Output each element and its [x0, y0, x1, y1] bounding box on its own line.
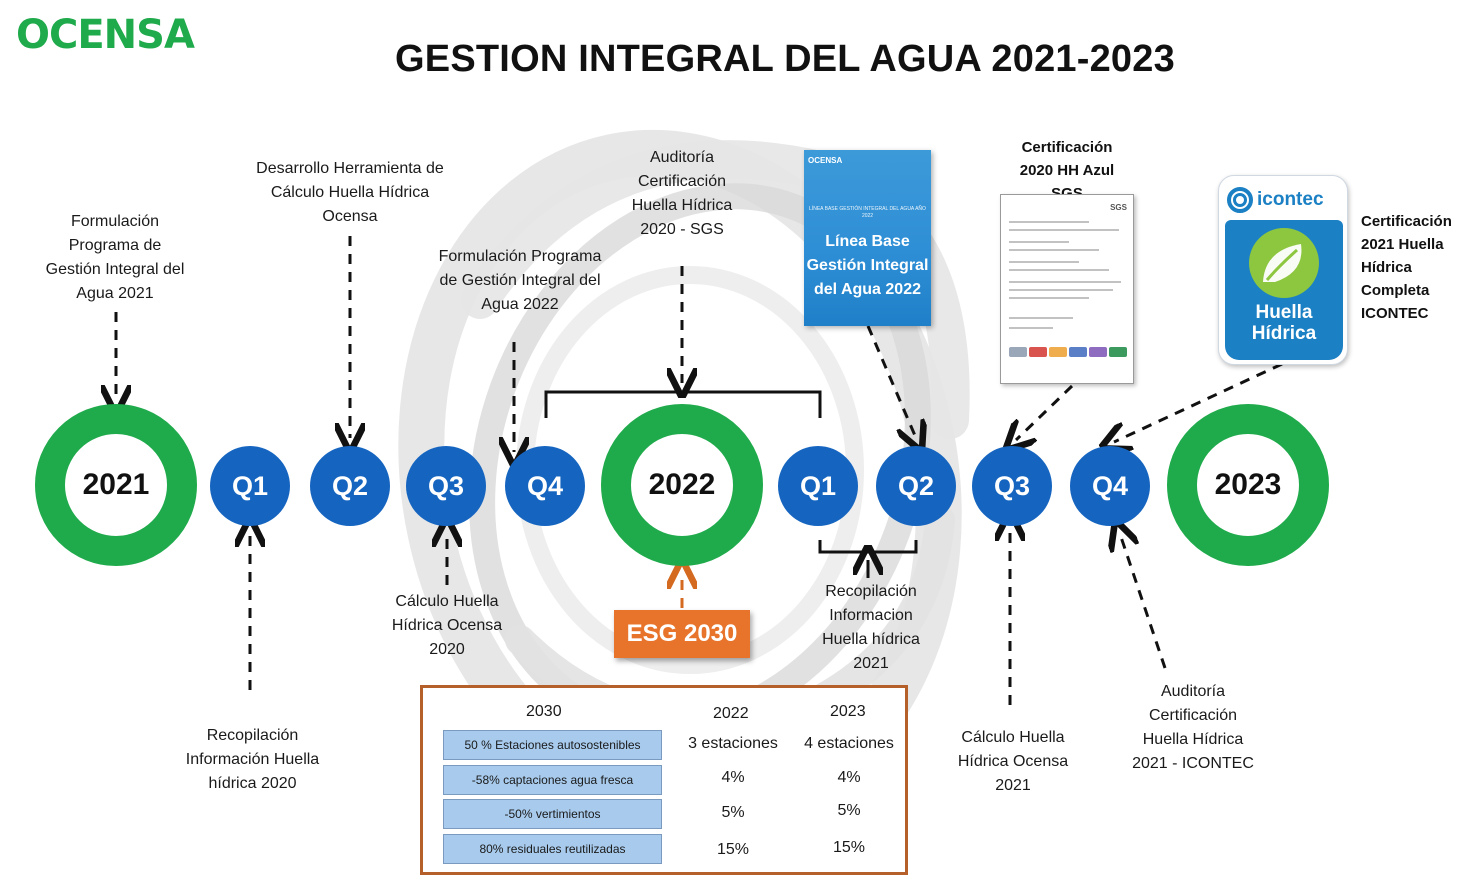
icontec-huella-hidrica-badge: icontec Huella Hídrica [1218, 175, 1348, 365]
certificate-text-line [1009, 221, 1089, 223]
sgs-certificate-document: SGS [1000, 194, 1134, 384]
document-logo: OCENSA [808, 156, 843, 165]
icontec-header: icontec [1227, 186, 1341, 214]
table-value-2022: 15% [716, 841, 750, 858]
ocensa-logo: OCENSA [16, 12, 195, 58]
accreditation-logos [1009, 347, 1127, 357]
table-value-2022: 3 estaciones [688, 735, 778, 752]
table-header-2022: 2022 [713, 705, 749, 722]
table-metric-cell: -50% vertimientos [443, 799, 662, 829]
table-value-2022: 4% [721, 769, 745, 786]
arrow-doc-sgs [1016, 384, 1074, 440]
quarter-node-q1-2023: Q1 [778, 446, 858, 526]
quarter-node-q1-2022: Q1 [210, 446, 290, 526]
linea-base-document: OCENSA LÍNEA BASE GESTIÓN INTEGRAL DEL A… [804, 150, 931, 326]
label-formulacion-2021: Formulación Programa de Gestión Integral… [45, 213, 185, 302]
sgs-logo: SGS [1110, 203, 1127, 212]
table-metric-cell: 50 % Estaciones autosostenibles [443, 730, 662, 760]
certificate-text-line [1009, 261, 1079, 263]
esg-2030-badge: ESG 2030 [614, 610, 750, 658]
label-calculo-2021: Cálculo Huella Hídrica Ocensa 2021 [957, 729, 1069, 794]
icontec-brand: icontec [1257, 189, 1324, 210]
leaf-icon [1249, 228, 1319, 298]
table-metric-cell: 80% residuales reutilizadas [443, 834, 662, 864]
label-calculo-2020: Cálculo Huella Hídrica Ocensa 2020 [391, 593, 503, 658]
table-value-2023: 4 estaciones [804, 735, 894, 752]
quarter-node-q4-2022: Q4 [505, 446, 585, 526]
certificate-text-line [1009, 297, 1089, 299]
certificate-text-line [1009, 281, 1121, 283]
label-formulacion-2022: Formulación Programa de Gestión Integral… [438, 248, 602, 313]
bracket-top [544, 390, 822, 418]
page-title: GESTION INTEGRAL DEL AGUA 2021-2023 [395, 38, 1175, 80]
quarter-node-q4-2023: Q4 [1070, 446, 1150, 526]
certificate-text-line [1009, 229, 1119, 231]
certificate-text-line [1009, 249, 1099, 251]
quarter-node-q3-2023: Q3 [972, 446, 1052, 526]
quarter-node-q2-2023: Q2 [876, 446, 956, 526]
arrow-badge-icontec [1114, 362, 1283, 442]
arrow-doc-linea-base [866, 325, 916, 438]
label-recopilacion-2021: Recopilación Informacion Huella hídrica … [822, 583, 920, 672]
table-value-2023: 15% [832, 839, 866, 856]
arrow-auditoria-icontec [1120, 534, 1167, 669]
certificate-text-line [1009, 289, 1113, 291]
year-node-2022: 2022 [601, 404, 763, 566]
table-metric-cell: -58% captaciones agua fresca [443, 765, 662, 795]
label-recopilacion-2020: Recopilación Información Huella hídrica … [185, 727, 320, 792]
table-value-2023: 5% [837, 802, 861, 819]
label-cert-icontec: Certificación 2021 Huella Hídrica Comple… [1361, 213, 1452, 322]
label-auditoria-sgs: Auditoría Certificación Huella Hídrica 2… [631, 149, 733, 238]
icontec-ring-icon [1227, 187, 1253, 213]
bracket-bottom [818, 540, 918, 554]
document-subtitle: LÍNEA BASE GESTIÓN INTEGRAL DEL AGUA AÑO… [809, 206, 926, 219]
quarter-node-q3-2022: Q3 [406, 446, 486, 526]
quarter-node-q2-2022: Q2 [310, 446, 390, 526]
certificate-text-line [1009, 269, 1109, 271]
huella-hidrica-panel: Huella Hídrica [1225, 220, 1343, 360]
certificate-text-line [1009, 241, 1069, 243]
document-title: Línea Base Gestión Integral del Agua 202… [806, 233, 929, 298]
table-header-2023: 2023 [830, 703, 866, 720]
year-node-2023: 2023 [1167, 404, 1329, 566]
table-value-2023: 4% [837, 769, 861, 786]
label-auditoria-icontec: Auditoría Certificación Huella Hídrica 2… [1132, 683, 1254, 772]
table-value-2022: 5% [721, 804, 745, 821]
certificate-text-line [1009, 327, 1053, 329]
table-header-2030: 2030 [526, 703, 562, 720]
certificate-signature [1009, 317, 1073, 319]
label-desarrollo-herramienta: Desarrollo Herramienta de Cálculo Huella… [256, 160, 444, 225]
huella-hidrica-text: Huella Hídrica [1251, 302, 1317, 344]
goals-table: 2030 2022 2023 50 % Estaciones autososte… [420, 685, 908, 875]
year-node-2021: 2021 [35, 404, 197, 566]
